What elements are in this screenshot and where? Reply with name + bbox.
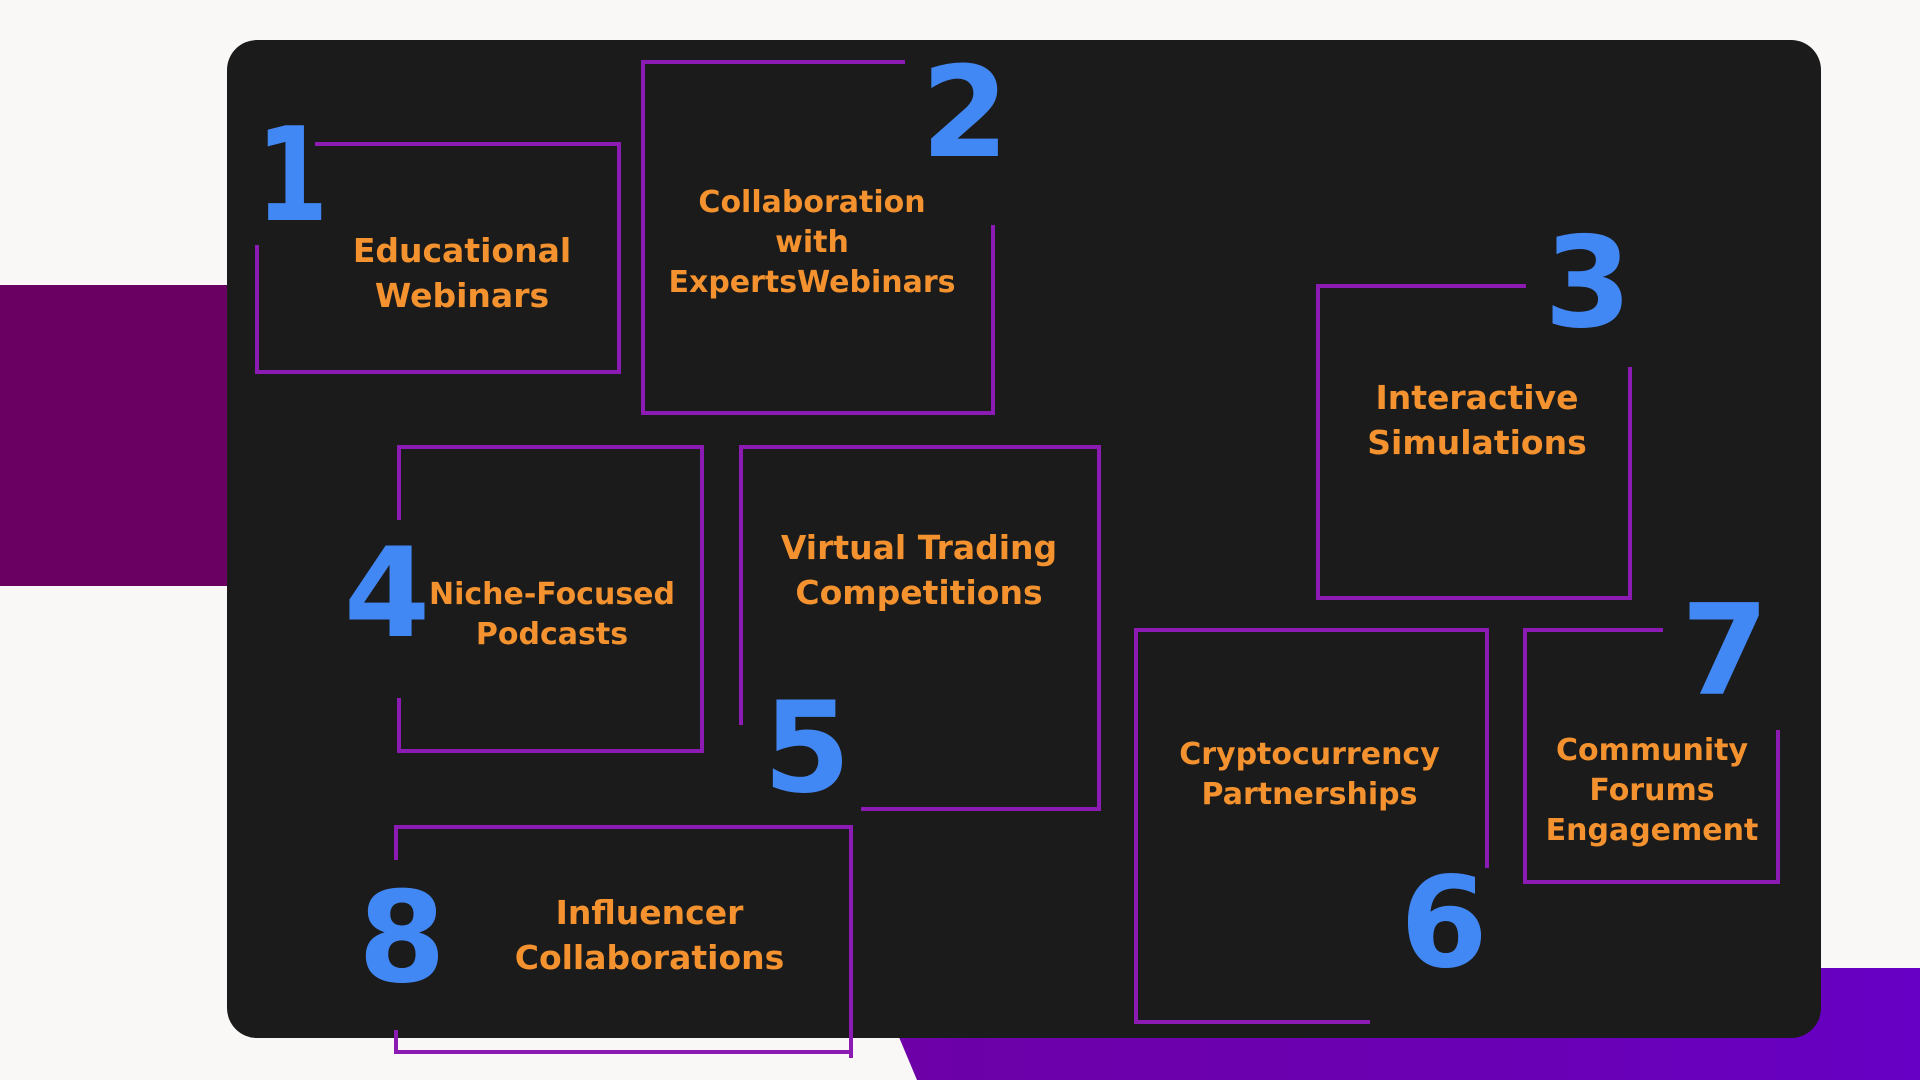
item-label-8: Influencer Collaborations — [514, 893, 785, 977]
background-band-left — [0, 285, 260, 586]
item-number-5: 5 — [763, 674, 851, 821]
item-label-4: Niche-Focused Podcasts — [428, 577, 676, 652]
item-label-2: Collaboration with ExpertsWebinars — [668, 184, 956, 300]
item-number-3: 3 — [1544, 209, 1632, 356]
item-label-5: Virtual Trading Competitions — [780, 528, 1058, 612]
item-number-8: 8 — [358, 864, 446, 1011]
item-number-1: 1 — [256, 99, 329, 251]
item-number-7: 7 — [1681, 577, 1769, 724]
diagram-panel: 1 Educational Webinars 2 Collaboration w… — [227, 39, 1821, 1058]
item-label-7: Community Forums Engagement — [1545, 732, 1759, 848]
item-number-6: 6 — [1400, 849, 1488, 996]
item-number-4: 4 — [343, 522, 431, 666]
item-label-3: Interactive Simulations — [1367, 378, 1587, 462]
item-label-1: Educational Webinars — [352, 230, 572, 315]
item-number-2: 2 — [921, 39, 1009, 186]
item-label-6: Cryptocurrency Partnerships — [1179, 737, 1440, 812]
